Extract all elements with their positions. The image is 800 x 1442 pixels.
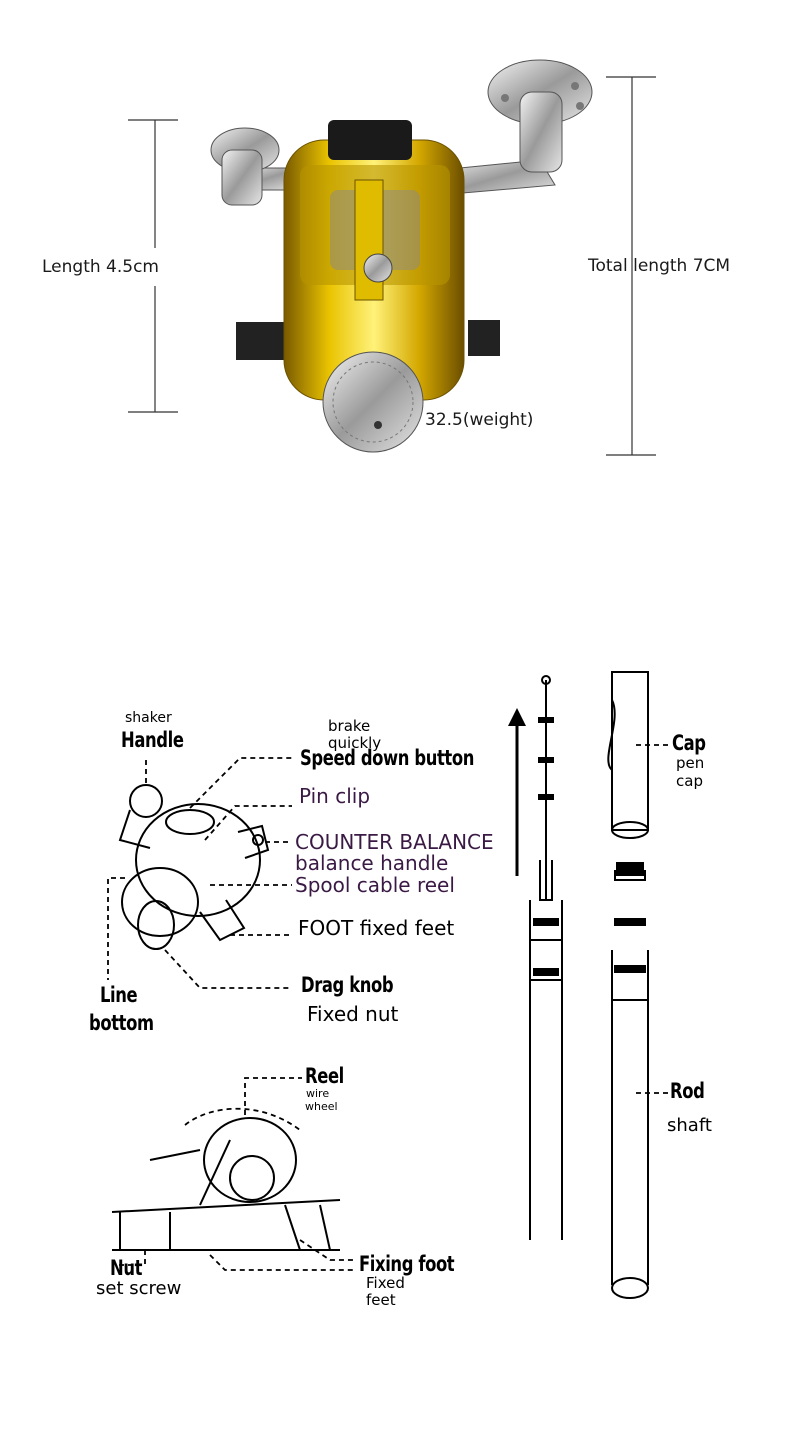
set-screw-label: set screw [96,1278,182,1299]
fixed-label: Fixed [366,1274,405,1292]
speed-down-button-label: Speed down button [300,746,474,770]
handle-label: Handle [121,728,184,752]
fixing-foot-label: Fixing foot [359,1252,455,1276]
reel-leader-lines [107,757,292,989]
fixed-nut-label: Fixed nut [307,1002,399,1026]
pin-clip-label: Pin clip [299,784,371,808]
rod-bands [533,717,646,976]
wire-label: wire [306,1087,330,1100]
length-dimension-line [128,119,178,413]
bottom-label: bottom [89,1011,154,1035]
reel-label: Reel [305,1064,344,1088]
brake-label: brake [328,717,371,735]
line-label: Line [100,983,138,1007]
reel-sketch [118,784,270,950]
extend-arrow [508,708,526,876]
drag-knob-label: Drag knob [301,973,394,997]
cap-sub-label: cap [676,772,703,790]
weight-label: 32.5(weight) [425,410,534,430]
feet-label: feet [366,1291,396,1309]
wheel-label: wheel [305,1100,338,1113]
nut-label: Nut [110,1256,143,1280]
spool-label: Spool cable reel [295,873,455,897]
telescopic-rod [529,675,563,1240]
shaft-label: shaft [667,1115,712,1136]
cap-label: Cap [672,731,706,755]
rod-label: Rod [670,1079,705,1103]
total-length-label: Total length 7CM [588,256,731,276]
quickly-label: quickly [328,734,382,752]
length-label: Length 4.5cm [42,257,159,277]
mount-sketch [111,1117,341,1251]
total-length-dimension-line [606,76,656,456]
balance-handle-label: balance handle [295,851,449,875]
reel-photo [210,59,593,453]
shaker-label: shaker [125,710,172,726]
pen-label: pen [676,754,705,772]
pen-rod [607,671,649,1299]
foot-label: FOOT fixed feet [298,916,455,940]
mount-leader-lines [115,1077,355,1271]
counter-balance-label: COUNTER BALANCE [295,830,494,854]
